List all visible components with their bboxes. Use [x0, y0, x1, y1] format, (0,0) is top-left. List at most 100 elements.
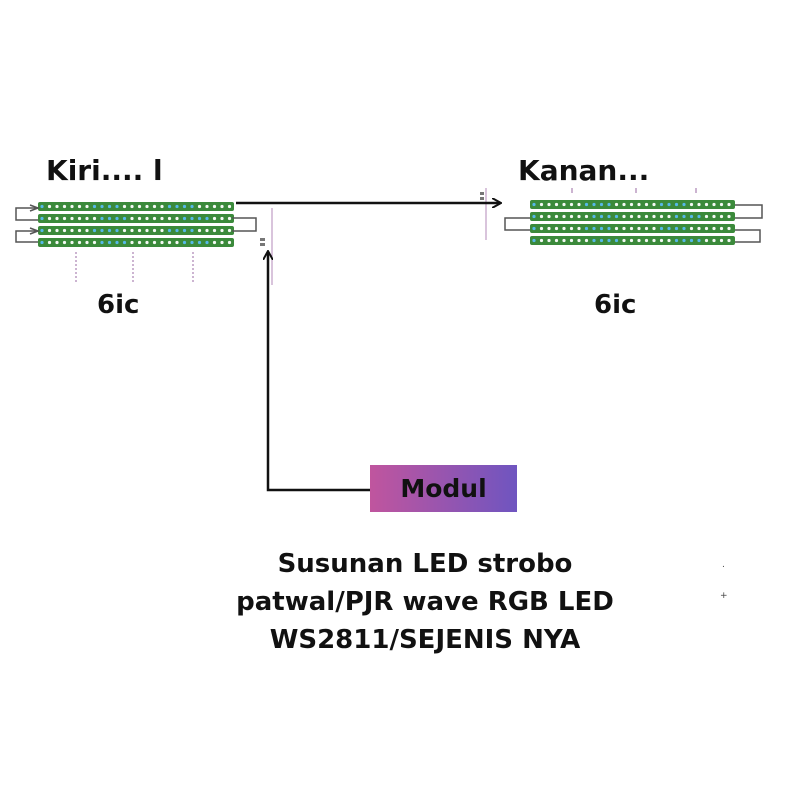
module-label: Modul [400, 474, 487, 503]
led-dot [659, 238, 664, 243]
led-dot [592, 226, 596, 231]
left-ic-count: 6ic [97, 290, 140, 320]
led-dot [190, 204, 194, 209]
led-dot [629, 226, 634, 231]
led-dot [689, 202, 694, 207]
led-dot [592, 214, 596, 219]
led-dot [562, 202, 566, 207]
led-dot [644, 214, 649, 219]
right-ic-markers [571, 188, 697, 193]
led-dot [77, 204, 82, 209]
led-dot [727, 226, 731, 231]
led-dot [130, 228, 134, 233]
led-dot [674, 238, 679, 243]
led-dot [547, 238, 551, 243]
led-dot [77, 228, 82, 233]
led-dot [40, 216, 44, 221]
led-dot [115, 204, 119, 209]
led-dot [569, 226, 574, 231]
led-dot [644, 238, 649, 243]
led-dot [175, 204, 179, 209]
led-dot [205, 216, 209, 221]
led-dot [697, 214, 701, 219]
led-dot [712, 226, 716, 231]
led-dot [145, 240, 149, 245]
led-dot [70, 228, 74, 233]
led-dot [554, 202, 559, 207]
led-dot [682, 226, 686, 231]
led-dot [592, 202, 596, 207]
led-dot [212, 216, 217, 221]
led-dot [175, 216, 179, 221]
led-dot [727, 214, 731, 219]
caption-line-1: Susunan LED strobo [277, 549, 573, 579]
led-dot [190, 228, 194, 233]
loop-connector-icon [735, 229, 761, 243]
led-dot [637, 226, 641, 231]
led-dot [122, 240, 127, 245]
led-dot [62, 228, 67, 233]
led-dot [682, 238, 686, 243]
led-dot [614, 202, 619, 207]
loop-connector-icon [232, 217, 257, 232]
led-dot [70, 216, 74, 221]
led-dot [712, 238, 716, 243]
led-dot [547, 202, 551, 207]
led-dot [107, 216, 112, 221]
led-dot [70, 204, 74, 209]
led-dot [674, 202, 679, 207]
led-dot [205, 204, 209, 209]
led-dot [547, 226, 551, 231]
right-loop-connectors [504, 204, 763, 243]
led-dot [644, 202, 649, 207]
led-dot [107, 228, 112, 233]
led-dot [607, 238, 611, 243]
led-dot [220, 204, 224, 209]
led-dot [197, 228, 202, 233]
led-dot [577, 214, 581, 219]
led-dot [622, 226, 626, 231]
led-dot [182, 240, 187, 245]
led-dot [674, 226, 679, 231]
led-dot [227, 216, 232, 221]
led-dot [205, 240, 209, 245]
led-dot [689, 214, 694, 219]
led-dot [719, 226, 724, 231]
led-dot [539, 202, 544, 207]
led-dot [77, 240, 82, 245]
led-dot [167, 240, 172, 245]
led-dot [62, 216, 67, 221]
led-dot [667, 202, 671, 207]
led-dot [562, 214, 566, 219]
led-dot [130, 204, 134, 209]
led-dot [554, 226, 559, 231]
led-dot [227, 204, 232, 209]
led-dot [182, 228, 187, 233]
led-strip [38, 238, 234, 247]
led-dot [584, 214, 589, 219]
led-dot [145, 216, 149, 221]
led-dot [182, 204, 187, 209]
led-dot [712, 202, 716, 207]
right-ic-count: 6ic [594, 290, 637, 320]
led-dot [532, 238, 536, 243]
led-dot [92, 240, 97, 245]
led-dot [130, 216, 134, 221]
led-dot [145, 204, 149, 209]
led-dot [622, 214, 626, 219]
led-strip [38, 214, 234, 223]
led-dot [607, 226, 611, 231]
diagram-caption: Susunan LED strobo patwal/PJR wave RGB L… [200, 545, 650, 659]
led-dot [160, 228, 164, 233]
led-dot [167, 228, 172, 233]
loop-connector-icon [15, 207, 38, 221]
connector-pins [260, 192, 484, 246]
led-dot [212, 240, 217, 245]
led-dot [145, 228, 149, 233]
led-dot [539, 214, 544, 219]
led-dot [122, 228, 127, 233]
led-dot [47, 240, 52, 245]
led-dot [584, 202, 589, 207]
led-dot [682, 202, 686, 207]
